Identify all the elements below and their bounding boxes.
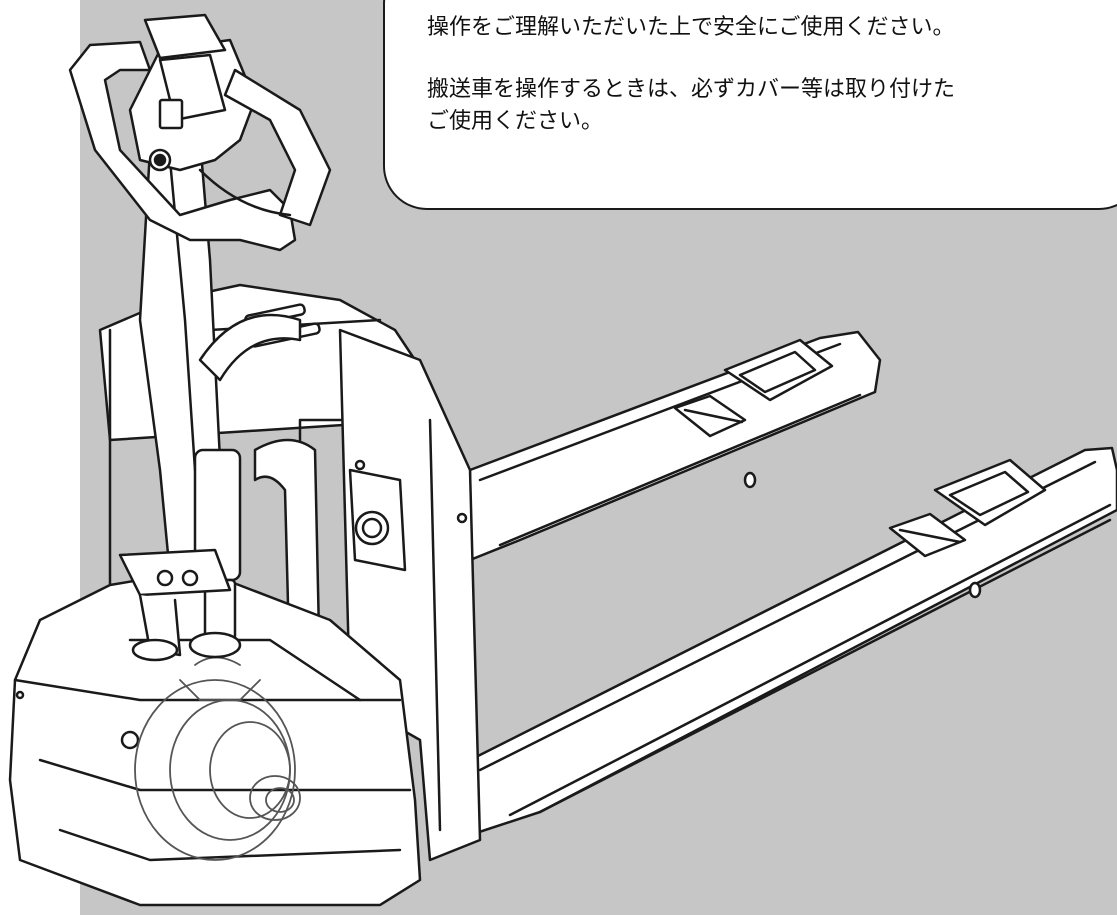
tiller-arm (118, 138, 302, 662)
control-handle (68, 13, 332, 252)
notice-line-3: ご使用ください。 (427, 109, 604, 134)
drive-wheel (134, 656, 301, 861)
truck-body (8, 283, 482, 907)
notice-line-1: 操作をご理解いただいた上で安全にご使用ください。 (427, 15, 955, 40)
rear-fork (468, 330, 882, 562)
notice-text: 操作をご理解いただいた上で安全にご使用ください。 搬送車を操作するときは、必ずカ… (427, 12, 1117, 138)
notice-box (383, 0, 1117, 210)
notice-line-2: 搬送車を操作するときは、必ずカバー等は取り付けた (427, 77, 956, 102)
front-fork (452, 446, 1117, 837)
